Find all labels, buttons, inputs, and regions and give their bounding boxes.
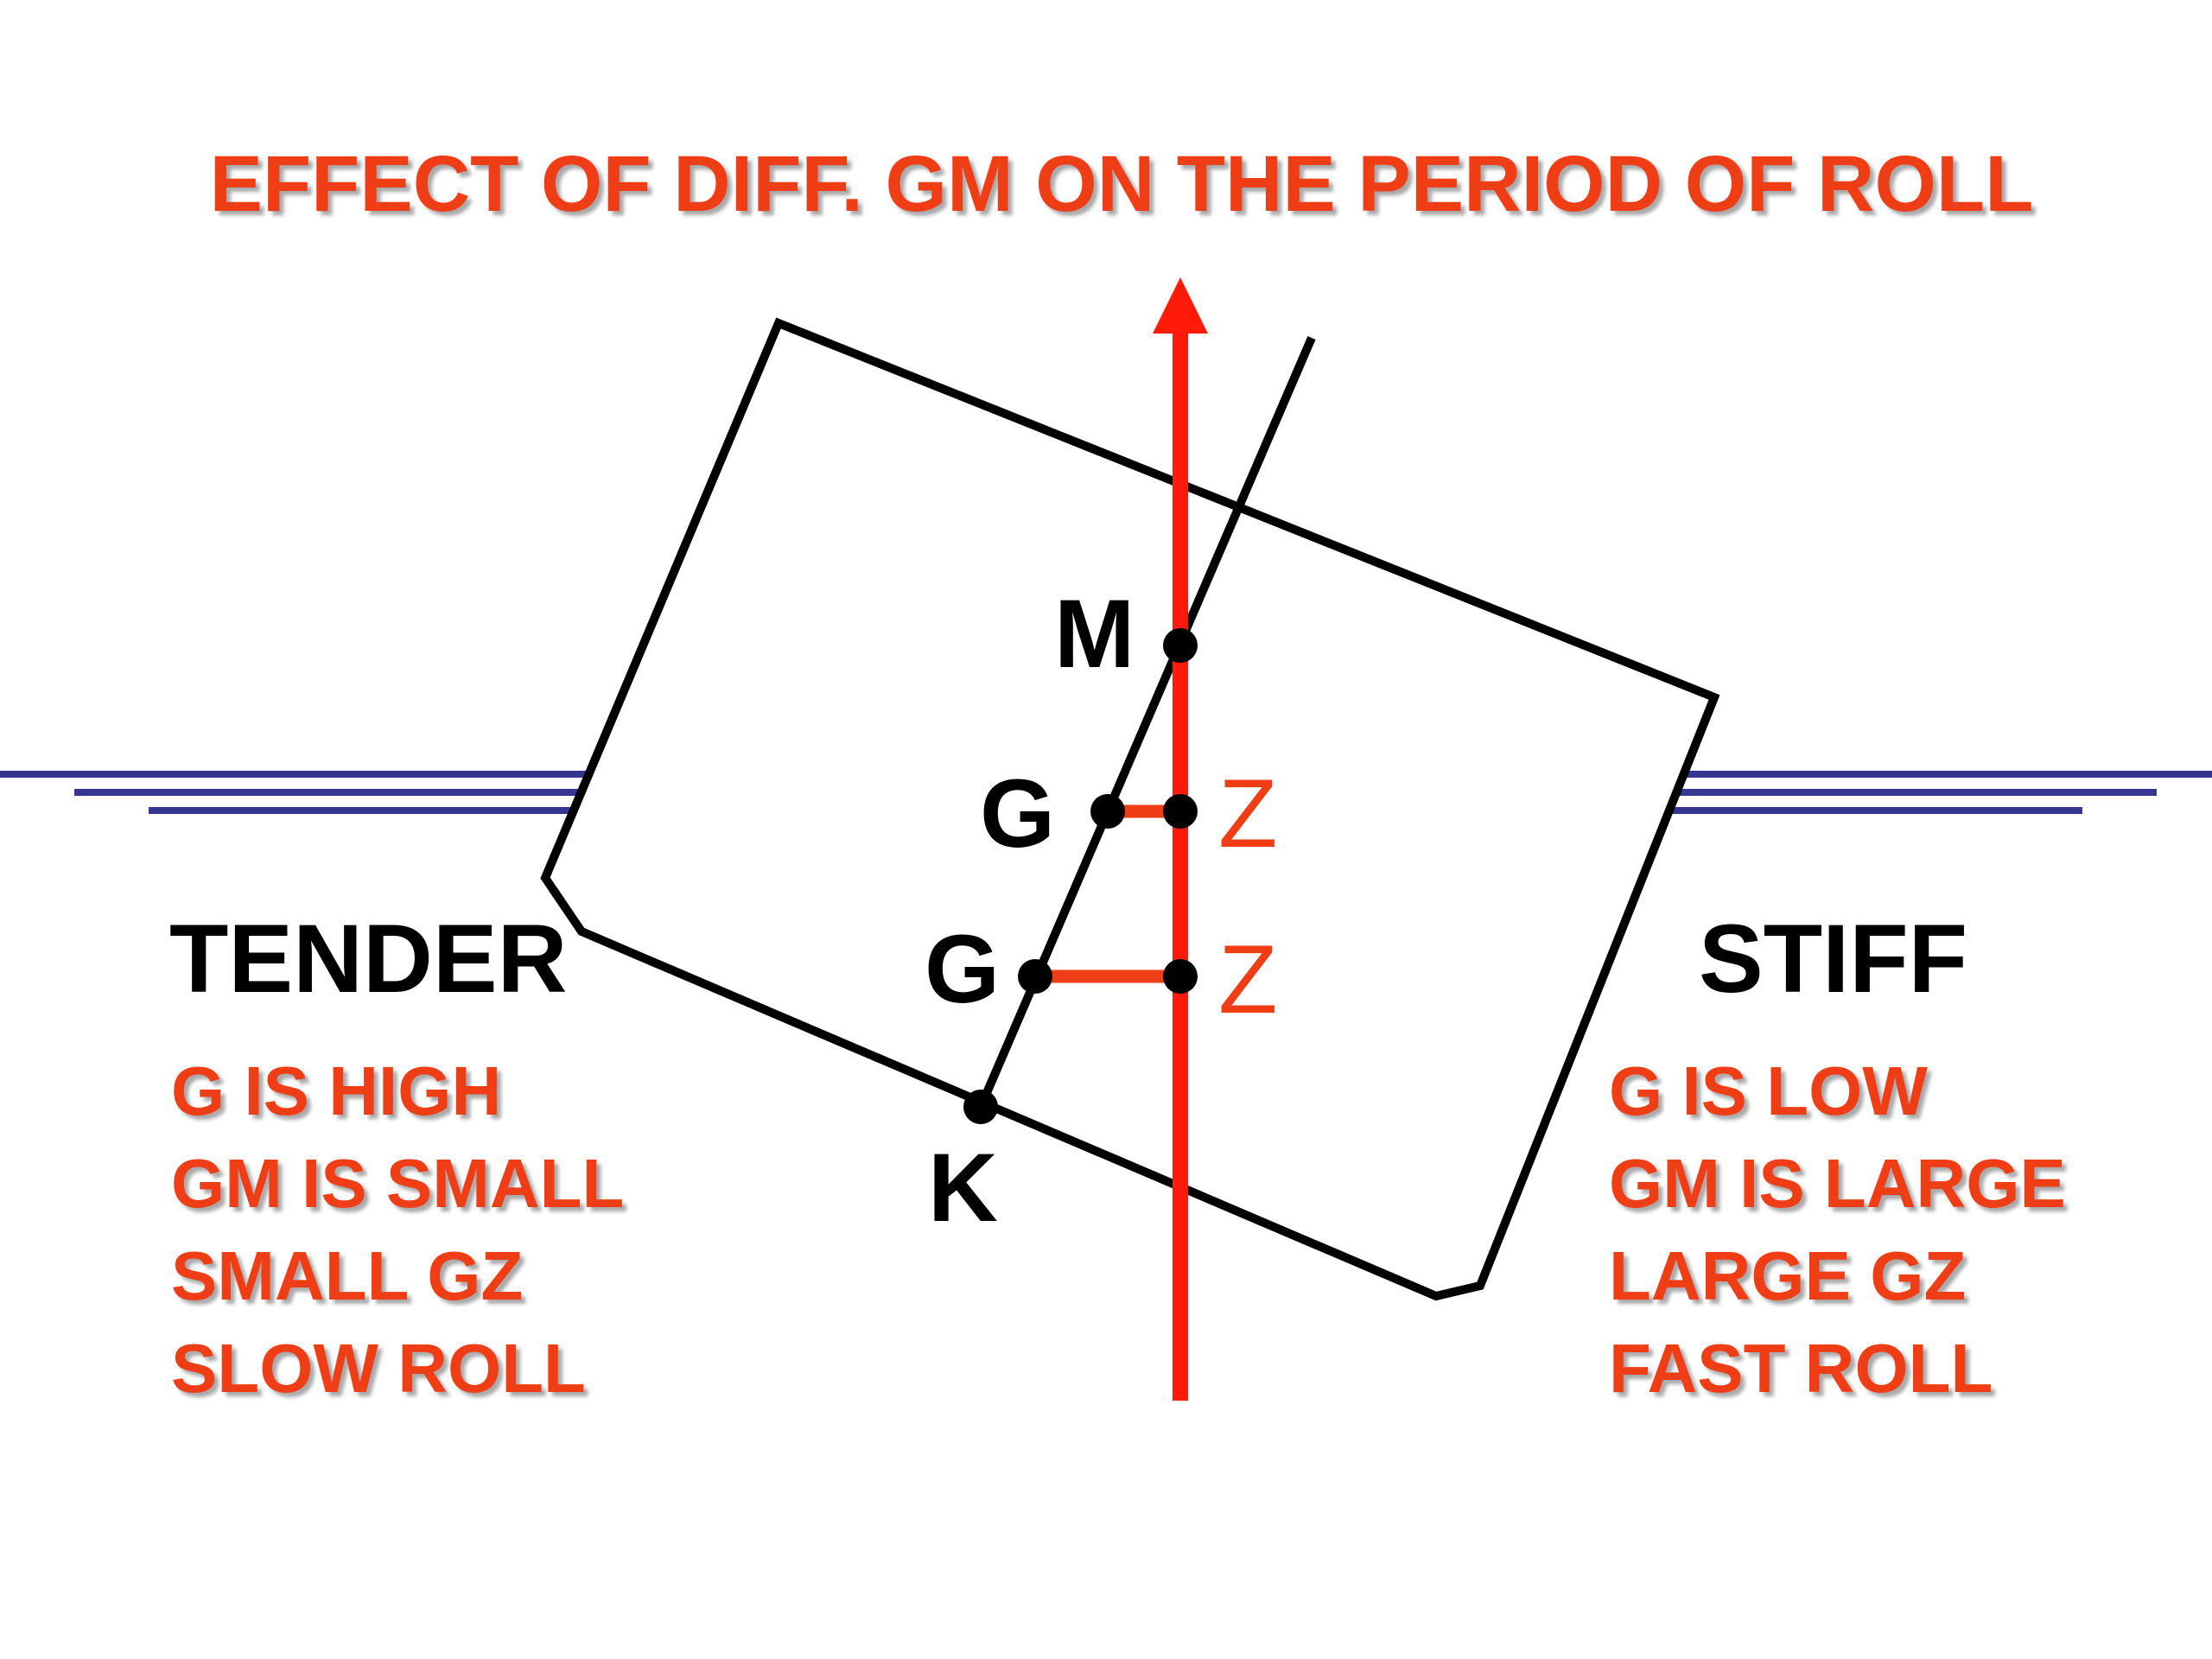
point-z-upper <box>1163 794 1198 829</box>
left-note-1: G IS HIGH <box>171 1052 501 1129</box>
left-note-4: SLOW ROLL <box>171 1330 586 1407</box>
point-k <box>963 1090 998 1124</box>
page-title: EFFECT OF DIFF. GM ON THE PERIOD OF ROLL <box>210 140 2034 228</box>
point-z-lower <box>1163 959 1198 994</box>
right-note-3: LARGE GZ <box>1609 1237 1966 1314</box>
right-heading: STIFF <box>1699 905 1967 1013</box>
label-z-lower: Z <box>1218 925 1277 1033</box>
label-g-lower: G <box>925 915 1000 1023</box>
point-g-upper <box>1090 794 1125 829</box>
ship-hull <box>540 317 1720 1301</box>
label-k: K <box>928 1134 998 1242</box>
point-g-lower <box>1018 959 1052 994</box>
left-heading: TENDER <box>169 905 567 1013</box>
right-note-2: GM IS LARGE <box>1609 1145 2066 1222</box>
right-note-1: G IS LOW <box>1609 1052 1928 1129</box>
right-notes: G IS LOW GM IS LARGE LARGE GZ FAST ROLL <box>1609 1052 2066 1407</box>
point-m <box>1163 628 1198 663</box>
label-z-upper: Z <box>1218 760 1277 868</box>
waterline <box>0 771 2212 814</box>
left-note-2: GM IS SMALL <box>171 1145 624 1222</box>
label-m: M <box>1054 580 1135 688</box>
left-notes: G IS HIGH GM IS SMALL SMALL GZ SLOW ROLL <box>171 1052 624 1407</box>
right-note-4: FAST ROLL <box>1609 1330 1993 1407</box>
label-g-upper: G <box>980 760 1055 868</box>
left-note-3: SMALL GZ <box>171 1237 523 1314</box>
arrow-head-icon <box>1153 277 1208 334</box>
